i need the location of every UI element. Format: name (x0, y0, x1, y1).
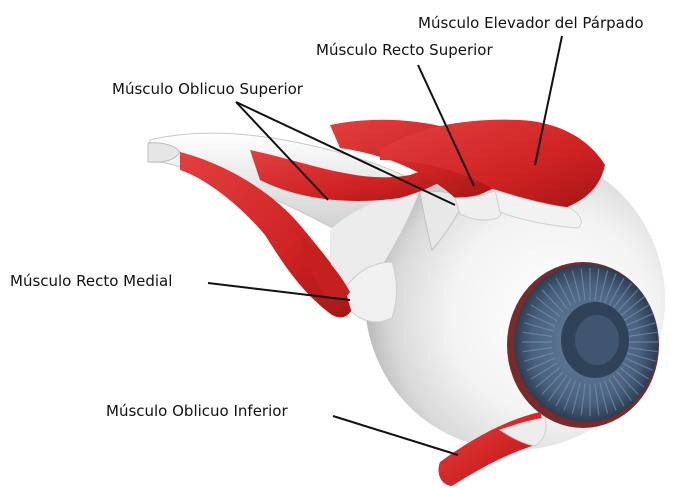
label-oblicuo-inferior: Músculo Oblicuo Inferior (106, 402, 288, 420)
label-oblicuo-superior: Músculo Oblicuo Superior (112, 80, 303, 98)
label-recto-superior: Músculo Recto Superior (316, 41, 493, 59)
iris (507, 262, 659, 428)
label-elevador-parpado: Músculo Elevador del Párpado (418, 14, 644, 32)
label-recto-medial: Músculo Recto Medial (10, 272, 172, 290)
